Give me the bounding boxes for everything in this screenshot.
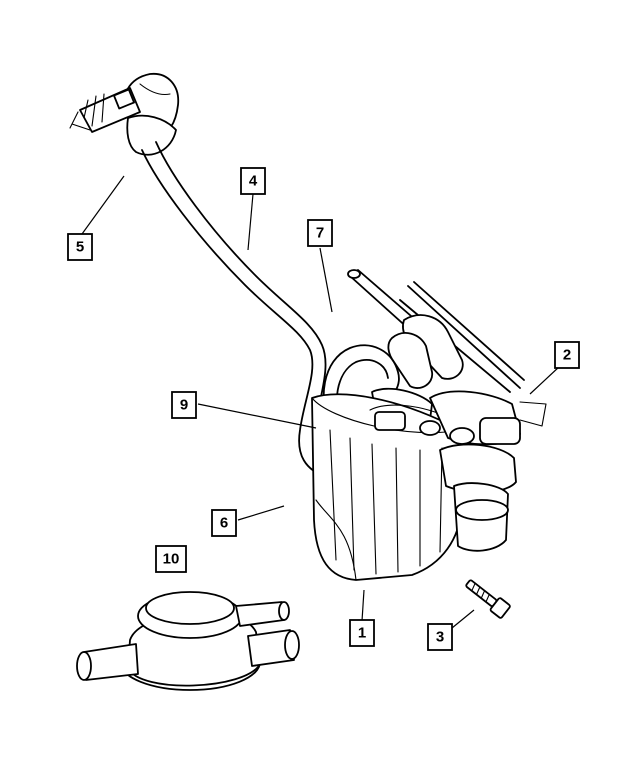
callout-4: 4 — [240, 167, 266, 195]
callout-label-2: 2 — [563, 347, 571, 364]
part-7-tubes — [347, 269, 525, 393]
callout-label-9: 9 — [180, 397, 188, 414]
callout-9: 9 — [171, 391, 197, 419]
callout-5: 5 — [67, 233, 93, 261]
callout-label-6: 6 — [220, 515, 228, 532]
part-4-hose — [141, 141, 337, 479]
callout-label-1: 1 — [358, 625, 366, 642]
callout-7: 7 — [307, 219, 333, 247]
leader-lines — [81, 175, 561, 629]
part-3-bolt — [465, 579, 511, 619]
callout-3: 3 — [427, 623, 453, 651]
callout-label-4: 4 — [249, 173, 258, 190]
callout-6: 6 — [211, 509, 237, 537]
callout-10: 10 — [155, 545, 187, 573]
part-1-canister — [311, 393, 463, 581]
part-5-connector — [69, 73, 180, 156]
callout-label-7: 7 — [316, 225, 324, 242]
callout-label-3: 3 — [436, 629, 444, 646]
callout-2: 2 — [554, 341, 580, 369]
part-10-valve — [76, 591, 300, 691]
callout-label-5: 5 — [76, 239, 84, 256]
callout-label-10: 10 — [163, 551, 180, 568]
part-2-solenoid — [419, 390, 547, 552]
callout-1: 1 — [349, 619, 375, 647]
